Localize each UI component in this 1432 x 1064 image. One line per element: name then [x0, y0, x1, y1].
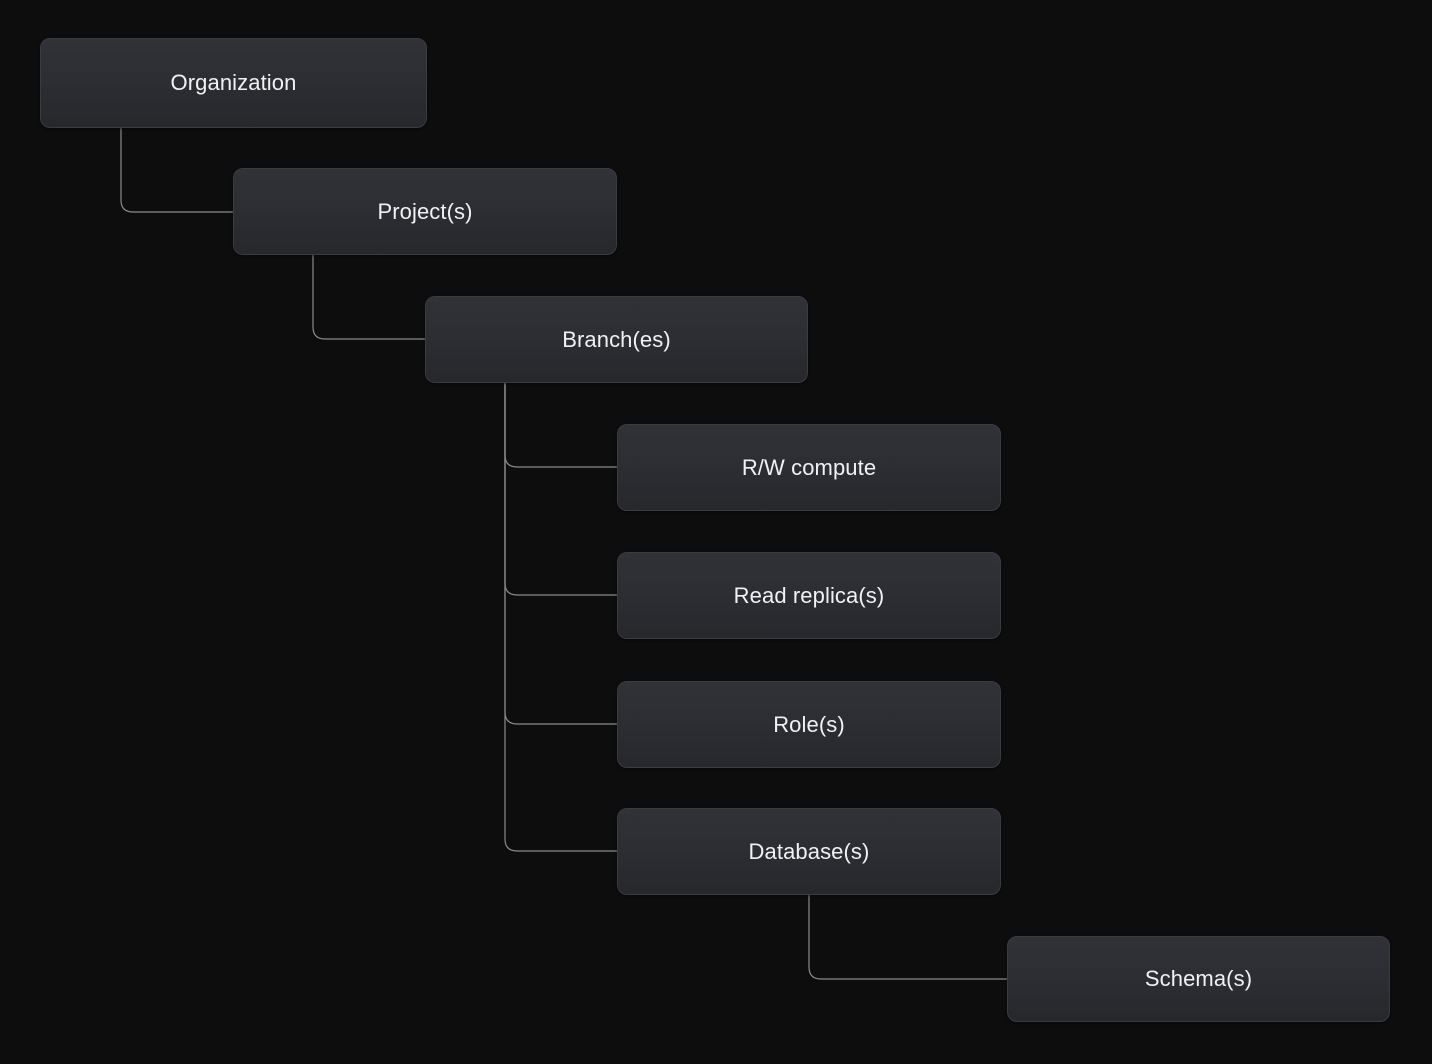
- node-database[interactable]: Database(s): [617, 808, 1001, 895]
- node-rw-compute[interactable]: R/W compute: [617, 424, 1001, 511]
- node-label-role: Role(s): [773, 711, 845, 737]
- connector-branch-role: [504, 382, 618, 725]
- connector-project-branch: [312, 254, 426, 340]
- connector-branch-rw-compute: [504, 382, 618, 468]
- node-label-rw-compute: R/W compute: [741, 454, 877, 480]
- node-role[interactable]: Role(s): [617, 681, 1001, 768]
- node-label-branch: Branch(es): [562, 326, 671, 352]
- connector-organization-project: [120, 127, 234, 213]
- node-branch[interactable]: Branch(es): [425, 296, 808, 383]
- connector-branch-read-replica: [504, 382, 618, 596]
- node-read-replica[interactable]: Read replica(s): [617, 552, 1001, 639]
- node-project[interactable]: Project(s): [233, 168, 617, 255]
- node-organization[interactable]: Organization: [40, 38, 427, 128]
- node-label-organization: Organization: [170, 70, 297, 95]
- connector-branch-database: [504, 382, 618, 852]
- node-label-database: Database(s): [748, 838, 870, 864]
- node-label-read-replica: Read replica(s): [733, 582, 885, 608]
- connector-database-schema: [808, 894, 1008, 980]
- node-label-schema: Schema(s): [1144, 966, 1253, 991]
- node-label-project: Project(s): [377, 198, 473, 224]
- node-schema[interactable]: Schema(s): [1007, 936, 1390, 1022]
